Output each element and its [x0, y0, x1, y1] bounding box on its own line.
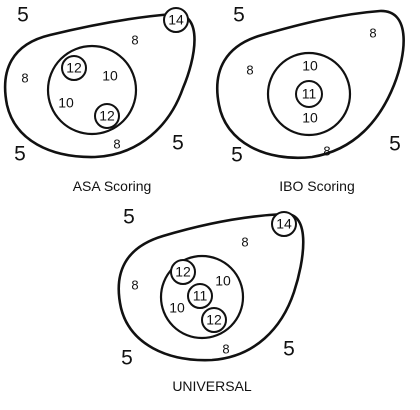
- asa-upper-x-ring: [163, 7, 189, 33]
- asa-outside-score-bottom-left: 5: [14, 143, 26, 166]
- asa-upper-x-score: 14: [168, 12, 184, 28]
- asa-x-ring-upper: [61, 55, 87, 81]
- ibo-vital-score-bottom: 10: [302, 110, 318, 126]
- asa-x-score-lower: 12: [99, 108, 115, 124]
- universal-upper-x-score: 14: [276, 216, 292, 232]
- universal-outside-score-top-left: 5: [123, 206, 135, 229]
- ibo-body-score-top: 8: [369, 25, 376, 40]
- ibo-x-ring: [295, 80, 323, 108]
- ibo-vital-score-top: 10: [302, 58, 318, 74]
- asa-outside-score-bottom-right: 5: [172, 132, 184, 155]
- asa-caption: ASA Scoring: [73, 178, 152, 194]
- universal-caption: UNIVERSAL: [172, 378, 252, 394]
- asa-x-ring-lower: [94, 103, 120, 129]
- universal-body-score-top: 8: [241, 234, 248, 249]
- universal-outside-score-bottom-right: 5: [283, 338, 295, 361]
- asa-vital-score-left: 10: [58, 95, 74, 111]
- asa-vital-ring: [46, 44, 138, 136]
- ibo-body-score-left: 8: [246, 62, 253, 77]
- universal-body-score-bottom: 8: [222, 341, 229, 356]
- ibo-target-outline: [215, 9, 405, 160]
- asa-target-outline: [3, 12, 196, 159]
- ibo-outside-score-top-left: 5: [233, 4, 245, 27]
- ibo-scoring-diagram: 11 10 10 8 8 8 5 5 5 IBO Scoring: [215, 4, 405, 194]
- universal-upper-x-ring: [271, 211, 297, 237]
- ibo-caption: IBO Scoring: [279, 178, 354, 194]
- universal-x-ring: [187, 283, 213, 309]
- ibo-vital-ring: [266, 51, 352, 137]
- asa-scoring-diagram: 14 12 12 10 10 8 8 8 5 5 5 ASA Scoring: [3, 4, 196, 194]
- universal-ring-12-lower: [201, 307, 227, 333]
- universal-body-score-left: 8: [131, 277, 138, 292]
- asa-body-score-left: 8: [21, 70, 28, 85]
- asa-body-score-top: 8: [131, 32, 138, 47]
- universal-outside-score-bottom-left: 5: [121, 347, 133, 370]
- universal-ring-12-score-upper: 12: [175, 264, 191, 280]
- universal-vital-ring: [159, 254, 245, 340]
- asa-body-score-bottom: 8: [113, 136, 120, 151]
- ibo-outside-score-bottom-right: 5: [389, 133, 401, 156]
- ibo-x-score: 11: [302, 86, 317, 102]
- universal-vital-score-left: 10: [169, 300, 185, 316]
- universal-ring-12-upper: [170, 259, 196, 285]
- universal-vital-score-right: 10: [215, 273, 231, 289]
- ibo-body-score-bottom: 8: [323, 143, 330, 158]
- universal-target-outline: [117, 212, 305, 362]
- universal-x-score: 11: [193, 288, 208, 304]
- universal-ring-12-score-lower: 12: [206, 312, 222, 328]
- universal-scoring-diagram: 14 12 11 12 10 10 8 8 8 5 5 5 UNIVERSAL: [117, 206, 305, 394]
- ibo-outside-score-bottom-left: 5: [231, 144, 243, 167]
- asa-outside-score-top-left: 5: [17, 4, 29, 27]
- asa-x-score-upper: 12: [66, 60, 82, 76]
- asa-vital-score-right: 10: [102, 68, 118, 84]
